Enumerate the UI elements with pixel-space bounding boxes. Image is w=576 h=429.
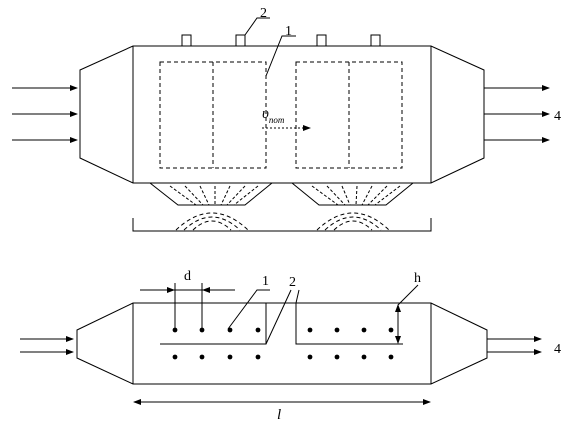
electrode-dot bbox=[307, 327, 313, 333]
bottom-label-l: l bbox=[277, 407, 281, 423]
top-terminal-2 bbox=[235, 34, 246, 47]
top-housing-outline bbox=[79, 45, 485, 184]
hopper-right bbox=[291, 182, 414, 206]
electrode-dot bbox=[172, 354, 178, 360]
collecting-plate-left bbox=[160, 303, 267, 345]
top-terminal-4 bbox=[370, 34, 381, 47]
top-label-outlet: 4 bbox=[554, 109, 561, 124]
dust-piles bbox=[175, 212, 390, 231]
top-view bbox=[12, 17, 550, 232]
bottom-label-plate: 2 bbox=[289, 275, 296, 290]
electrode-dot bbox=[361, 354, 367, 360]
electrode-dot bbox=[361, 327, 367, 333]
velocity-subscript: пот bbox=[269, 115, 285, 125]
hopper-dust-lines bbox=[169, 185, 401, 206]
top-terminal-1 bbox=[181, 34, 192, 47]
label-2-leader-top bbox=[244, 17, 270, 36]
label-2-leader-bottom-a bbox=[265, 289, 292, 345]
top-terminal-3 bbox=[316, 34, 327, 47]
label-1-leader-bottom bbox=[227, 289, 270, 330]
velocity-symbol: υ bbox=[262, 106, 269, 122]
top-label-electrode: 1 bbox=[285, 24, 292, 39]
electrode-dot bbox=[334, 354, 340, 360]
electrode-dot bbox=[255, 327, 261, 333]
electrode-dot bbox=[307, 354, 313, 360]
dimension-h-leader bbox=[397, 284, 419, 306]
top-label-terminal: 2 bbox=[260, 6, 267, 21]
bottom-view bbox=[20, 283, 542, 405]
label-1-leader-top bbox=[265, 35, 296, 77]
bottom-label-h: h bbox=[414, 271, 421, 286]
label-2-leader-bottom-b bbox=[295, 289, 300, 304]
bottom-label-d: d bbox=[184, 269, 191, 284]
electrode-dot bbox=[172, 327, 178, 333]
bottom-label-electrode: 1 bbox=[262, 274, 269, 289]
discharge-electrodes bbox=[172, 327, 394, 360]
top-electrode-fields bbox=[159, 61, 403, 169]
electrode-dot bbox=[334, 327, 340, 333]
electrode-dot bbox=[255, 354, 261, 360]
collection-tray bbox=[132, 218, 432, 232]
electrode-dot bbox=[388, 354, 394, 360]
electrode-dot bbox=[388, 327, 394, 333]
electrode-dot bbox=[199, 327, 205, 333]
velocity-label: υпот bbox=[262, 106, 285, 125]
electrode-dot bbox=[227, 354, 233, 360]
bottom-housing-outline bbox=[76, 302, 488, 385]
electrode-dot bbox=[199, 354, 205, 360]
bottom-label-outlet: 4 bbox=[554, 342, 561, 357]
electrode-dot bbox=[227, 327, 233, 333]
collecting-plate-right bbox=[295, 303, 403, 345]
hopper-left bbox=[149, 182, 273, 206]
